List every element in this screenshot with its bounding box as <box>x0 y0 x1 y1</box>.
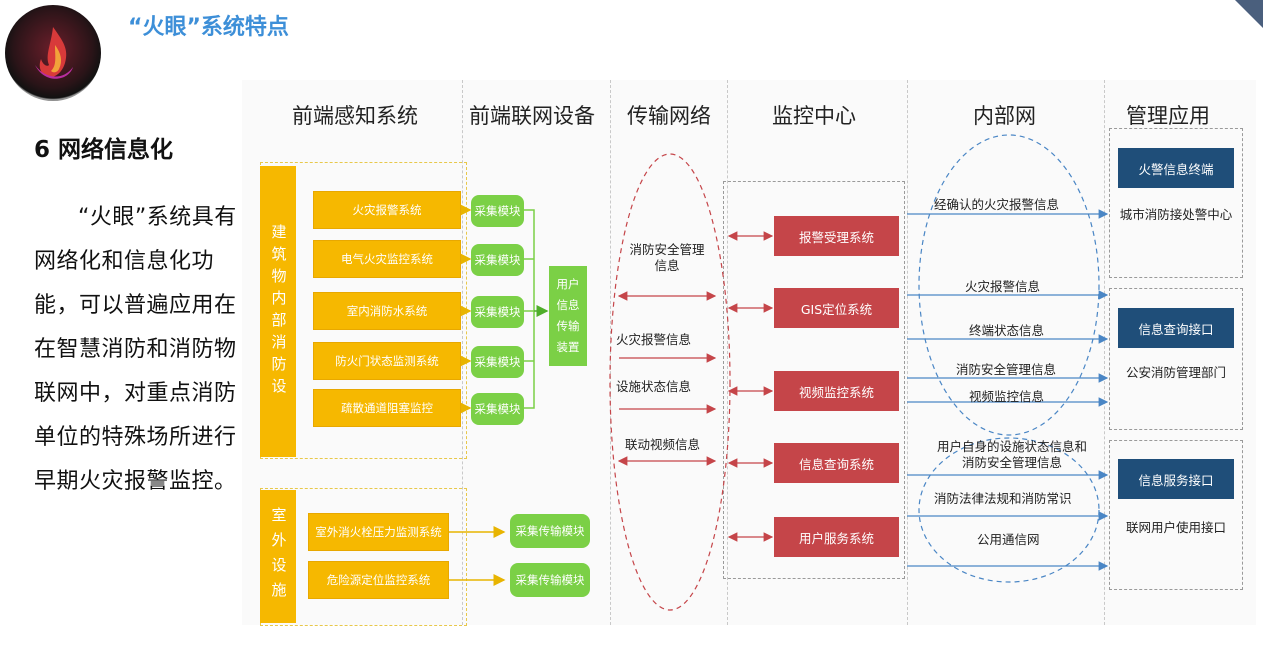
evacuation-blockage-monitor-box: 疏散通道阻塞监控 <box>313 389 461 427</box>
section-title: 6 网络信息化 <box>34 137 174 163</box>
monitoring-center-border <box>723 181 905 579</box>
city-fire-dispatch-center: 城市消防接处警中心 <box>1119 207 1233 222</box>
info-query-interface: 信息查询接口 <box>1118 308 1234 348</box>
column-header-intranet: 内部网 <box>973 104 1036 128</box>
page-header-title: “火眼”系统特点 <box>128 15 289 40</box>
column-separator <box>610 80 611 625</box>
corner-decoration <box>1235 0 1263 28</box>
intranet-label-video-info: 视频监控信息 <box>969 389 1045 404</box>
transport-label-fire-alarm: 火灾报警信息 <box>616 332 692 347</box>
police-fire-department: 公安消防管理部门 <box>1125 365 1226 380</box>
intranet-label-safety-info: 消防安全管理信息 <box>956 362 1057 377</box>
building-label-text: 建筑物内部消防设 <box>269 223 288 400</box>
electrical-fire-monitor-box: 电气火灾监控系统 <box>313 240 461 278</box>
column-header-transport-network: 传输网络 <box>627 104 711 128</box>
indoor-water-system-box: 室内消防水系统 <box>313 292 461 330</box>
transport-label-facility-status: 设施状态信息 <box>616 379 692 394</box>
collector-module: 采集模块 <box>471 244 524 276</box>
column-separator <box>1104 80 1105 625</box>
device-label: 用户信息传输装置 <box>556 277 580 354</box>
transport-label-linked-video: 联动视频信息 <box>625 437 701 452</box>
intranet-label-laws-knowledge: 消防法律法规和消防常识 <box>934 491 1072 506</box>
column-separator <box>727 80 728 625</box>
user-info-transmission-device: 用户信息传输装置 <box>549 266 587 366</box>
column-separator <box>462 80 463 625</box>
transport-label-safety-info: 消防安全管理信息 <box>629 242 705 273</box>
intranet-label-user-facility-status: 用户自身的设施状态信息和消防安全管理信息 <box>936 439 1087 470</box>
video-monitoring-system: 视频监控系统 <box>774 371 899 411</box>
intranet-label-fire-alarm: 火灾报警信息 <box>965 279 1041 294</box>
user-service-system: 用户服务系统 <box>774 517 899 557</box>
app-group-border-3 <box>1109 440 1243 590</box>
column-header-monitoring-center: 监控中心 <box>772 104 856 128</box>
intranet-label-confirmed-alarm: 经确认的火灾报警信息 <box>934 197 1060 212</box>
outdoor-facilities-label: 室外设施 <box>260 490 296 623</box>
fire-alarm-terminal: 火警信息终端 <box>1118 148 1234 188</box>
section-body-text: “火眼”系统具有网络化和信息化功能，可以普遍应用在在智慧消防和消防物联网中，对重… <box>34 205 237 494</box>
app-group-border-2 <box>1109 288 1243 430</box>
collector-module: 采集模块 <box>471 195 524 227</box>
building-facilities-label: 建筑物内部消防设 <box>260 166 296 457</box>
collect-transmit-module: 采集传输模块 <box>510 563 590 597</box>
gis-location-system: GIS定位系统 <box>774 288 899 328</box>
column-header-frontend-devices: 前端联网设备 <box>469 104 595 128</box>
intranet-label-terminal-status: 终端状态信息 <box>969 323 1045 338</box>
alarm-reception-system: 报警受理系统 <box>774 216 899 256</box>
network-architecture-diagram: 前端感知系统 前端联网设备 传输网络 监控中心 内部网 管理应用 <box>242 80 1256 626</box>
collector-module: 采集模块 <box>471 346 524 378</box>
hazard-location-monitor-box: 危险源定位监控系统 <box>308 561 449 599</box>
huoyan-logo <box>5 5 101 101</box>
flame-icon <box>35 27 73 79</box>
column-header-management-apps: 管理应用 <box>1126 104 1210 128</box>
info-query-system: 信息查询系统 <box>774 443 899 483</box>
connector-lines <box>449 134 1109 611</box>
info-service-interface: 信息服务接口 <box>1118 459 1234 499</box>
fire-door-monitor-box: 防火门状态监测系统 <box>313 342 461 380</box>
intranet-label-public-network: 公用通信网 <box>977 532 1040 547</box>
collector-module: 采集模块 <box>471 393 524 425</box>
app-group-border-1 <box>1109 128 1243 278</box>
collect-transmit-module: 采集传输模块 <box>510 514 590 548</box>
outdoor-hydrant-pressure-box: 室外消火栓压力监测系统 <box>308 513 449 551</box>
column-header-frontend-sensing: 前端感知系统 <box>292 104 418 128</box>
networked-user-interface: 联网用户使用接口 <box>1125 520 1226 535</box>
column-separator <box>907 80 908 625</box>
collector-module: 采集模块 <box>471 296 524 328</box>
fire-alarm-system-box: 火灾报警系统 <box>313 191 461 229</box>
outdoor-label-text: 室外设施 <box>269 506 288 607</box>
